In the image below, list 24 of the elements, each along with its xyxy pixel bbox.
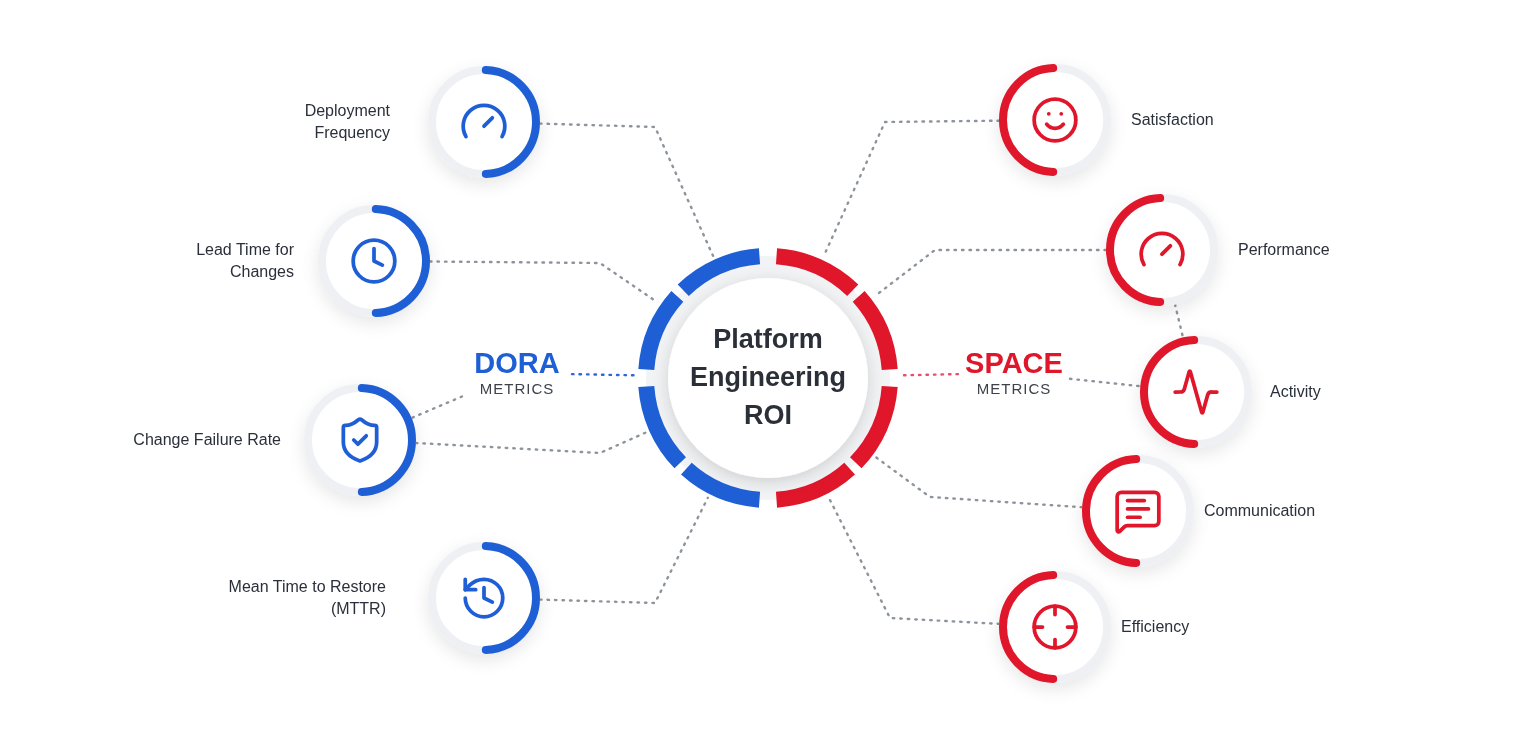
dotted-connector bbox=[538, 496, 710, 605]
dotted-connector bbox=[570, 372, 636, 377]
dotted-connector bbox=[874, 456, 1084, 509]
metric-label: Efficiency bbox=[1121, 616, 1191, 637]
metric-label: Deployment Frequency bbox=[303, 100, 390, 143]
metric-label: Performance bbox=[1238, 239, 1331, 260]
dotted-connector bbox=[410, 395, 464, 420]
dotted-connector bbox=[900, 372, 960, 377]
group-subtitle: METRICS bbox=[479, 379, 555, 398]
dotted-connector bbox=[538, 122, 715, 257]
metric-label: Communication bbox=[1204, 500, 1317, 521]
group-title: SPACE bbox=[965, 348, 1063, 380]
dotted-connector bbox=[827, 496, 1001, 626]
metric-label: Activity bbox=[1270, 381, 1322, 402]
metric-label: Mean Time to Restore (MTTR) bbox=[227, 576, 386, 619]
group-subtitle: METRICS bbox=[976, 379, 1052, 398]
metric-label: Change Failure Rate bbox=[132, 429, 281, 450]
metric-label: Lead Time for Changes bbox=[195, 239, 294, 282]
center-title: Platform Engineering ROI bbox=[689, 323, 847, 432]
dotted-connector bbox=[1068, 377, 1142, 388]
metric-label: Satisfaction bbox=[1131, 109, 1215, 130]
group-title: DORA bbox=[474, 348, 560, 380]
dotted-connector bbox=[414, 431, 647, 455]
dotted-connector bbox=[1173, 303, 1185, 339]
